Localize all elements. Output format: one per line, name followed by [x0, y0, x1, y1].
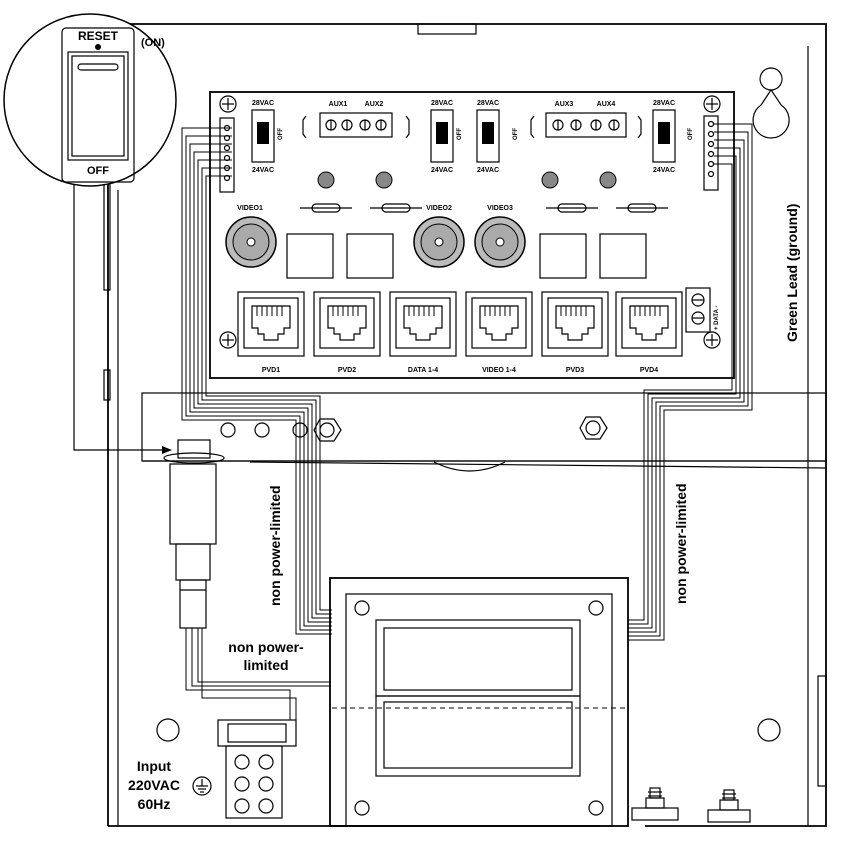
svg-text:OFF: OFF — [513, 128, 519, 140]
svg-text:24VAC: 24VAC — [252, 167, 274, 174]
svg-text:AUX1: AUX1 — [329, 101, 348, 108]
non-power-limited-label-mid: limited — [243, 657, 288, 673]
svg-text:AUX4: AUX4 — [597, 101, 616, 108]
svg-text:OFF: OFF — [688, 128, 694, 140]
input-frequency-label: 60Hz — [138, 796, 171, 812]
fuse-icon — [616, 203, 668, 213]
svg-text:24VAC: 24VAC — [653, 167, 675, 174]
svg-text:28VAC: 28VAC — [477, 100, 499, 107]
screw-icon — [219, 95, 237, 113]
svg-text:VIDEO1: VIDEO1 — [237, 205, 263, 212]
wire-bundle-right — [628, 123, 753, 641]
input-voltage-label: 220VAC — [128, 777, 180, 793]
non-power-limited-label-left: non power-limited — [267, 485, 283, 606]
fuse-icon — [300, 203, 352, 213]
svg-text:RESET: RESET — [78, 29, 119, 43]
svg-text:28VAC: 28VAC — [653, 100, 675, 107]
rj-port-2[interactable]: PVD2 — [313, 291, 381, 374]
vac-selector-switch-1[interactable]: 28VAC 24VAC OFF — [251, 100, 284, 174]
non-power-limited-label-mid: non power- — [228, 639, 304, 655]
transformer — [329, 577, 629, 827]
input-label: Input — [137, 758, 172, 774]
rj-port-6[interactable]: PVD4 — [615, 291, 683, 374]
rj-port-3[interactable]: DATA 1-4 — [389, 291, 457, 374]
screw-icon — [219, 331, 237, 349]
svg-text:24VAC: 24VAC — [431, 167, 453, 174]
video-connector-3[interactable]: VIDEO3 — [474, 205, 526, 268]
data-terminal[interactable]: + DATA - — [685, 287, 720, 333]
ground-icon — [192, 776, 212, 796]
keyhole — [752, 67, 790, 139]
svg-text:OFF: OFF — [278, 128, 284, 140]
reset-switch-detail[interactable]: RESET (ON) OFF — [3, 13, 177, 187]
port-label: PVD1 — [262, 367, 280, 374]
svg-text:VIDEO3: VIDEO3 — [487, 205, 513, 212]
rj-port-1[interactable]: PVD1 — [237, 291, 305, 374]
vac-selector-switch-2[interactable]: 28VAC 24VAC OFF — [430, 100, 463, 174]
port-label: VIDEO 1-4 — [482, 367, 516, 374]
ground-lead-label: Green Lead (ground) — [784, 204, 800, 342]
led-indicator — [317, 171, 335, 189]
ground-stud-icon — [631, 787, 679, 821]
screw-icon — [703, 331, 721, 349]
port-label: PVD3 — [566, 367, 584, 374]
vac-selector-switch-3[interactable]: 28VAC 24VAC OFF — [476, 100, 519, 174]
video-connector-1[interactable]: VIDEO1 — [225, 205, 277, 268]
wire-bundle-left — [181, 127, 332, 635]
mounting-bracket — [141, 392, 827, 472]
fuse-icon — [370, 203, 422, 213]
hex-nut-left — [313, 418, 342, 442]
circuit-board: 28VAC 24VAC OFF 28VAC 24VAC OFF 28VAC 24… — [209, 91, 735, 379]
svg-text:28VAC: 28VAC — [431, 100, 453, 107]
rj-port-4[interactable]: VIDEO 1-4 — [465, 291, 533, 374]
non-power-limited-label-right: non power-limited — [673, 483, 689, 604]
svg-text:28VAC: 28VAC — [252, 100, 274, 107]
port-label: PVD4 — [640, 367, 658, 374]
port-label: DATA 1-4 — [408, 367, 438, 374]
hex-nut-right — [579, 416, 608, 440]
mounting-hole — [757, 718, 781, 742]
aux-terminal-block-3-4[interactable]: AUX3 AUX4 — [545, 101, 627, 138]
led-indicator — [541, 171, 559, 189]
svg-text:AUX3: AUX3 — [555, 101, 574, 108]
port-label: PVD2 — [338, 367, 356, 374]
led-indicator — [375, 171, 393, 189]
svg-text:OFF: OFF — [457, 128, 463, 140]
rj-port-5[interactable]: PVD3 — [541, 291, 609, 374]
video-connector-2[interactable]: VIDEO2 — [413, 205, 465, 268]
screw-icon — [703, 95, 721, 113]
power-input-terminal[interactable] — [217, 719, 297, 819]
reset-switch-mount — [73, 176, 330, 720]
ground-stud-icon — [707, 789, 751, 823]
fuse-icon — [546, 203, 598, 213]
mounting-hole — [156, 718, 180, 742]
vac-selector-switch-4[interactable]: 28VAC 24VAC OFF — [652, 100, 694, 174]
svg-text:(ON): (ON) — [141, 37, 165, 49]
svg-text:AUX2: AUX2 — [365, 101, 384, 108]
svg-text:+ DATA -: + DATA - — [714, 306, 720, 330]
svg-text:OFF: OFF — [87, 165, 109, 177]
led-indicator — [599, 171, 617, 189]
svg-text:24VAC: 24VAC — [477, 167, 499, 174]
aux-terminal-block-1-2[interactable]: AUX1 AUX2 — [319, 101, 393, 138]
svg-text:VIDEO2: VIDEO2 — [426, 205, 452, 212]
